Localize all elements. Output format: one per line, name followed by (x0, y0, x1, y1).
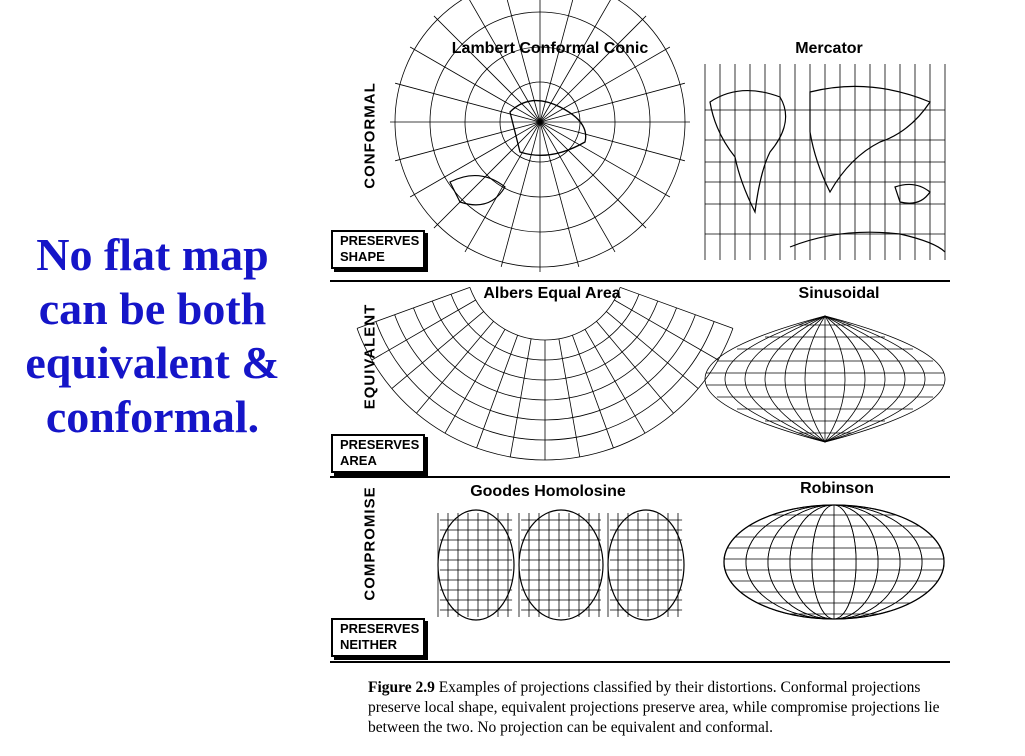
headline-line-3: equivalent & (25, 337, 280, 388)
robinson-map (723, 504, 945, 620)
row-label-compromise: COMPROMISE (361, 486, 379, 601)
row-divider-3 (330, 661, 950, 663)
box-line: NEITHER (340, 637, 398, 652)
sinusoidal-map (704, 315, 946, 443)
caption-label: Figure 2.9 (368, 679, 435, 696)
headline: No flat map can be both equivalent & con… (0, 228, 305, 444)
headline-line-1: No flat map (36, 229, 269, 280)
title-mercator: Mercator (795, 40, 863, 57)
goodes-homolosine-map (437, 509, 685, 621)
albers-equal-area-map (356, 286, 734, 461)
title-robinson: Robinson (800, 480, 874, 497)
figure-caption: Figure 2.9 Examples of projections class… (368, 678, 948, 738)
mercator-map (704, 64, 946, 260)
title-albers: Albers Equal Area (483, 285, 621, 302)
row-divider-2 (330, 476, 950, 478)
headline-line-4: conformal. (45, 391, 260, 442)
title-lambert: Lambert Conformal Conic (451, 40, 649, 57)
headline-line-2: can be both (38, 283, 267, 334)
box-line: PRESERVES (340, 621, 420, 636)
row-label-conformal: CONFORMAL (361, 82, 379, 189)
box-line: PRESERVES (340, 233, 420, 248)
preserves-area-box: PRESERVES AREA (331, 434, 425, 473)
preserves-shape-box: PRESERVES SHAPE (331, 230, 425, 269)
caption-text: Examples of projections classified by th… (368, 679, 940, 736)
title-goodes: Goodes Homolosine (470, 483, 626, 500)
lambert-conformal-conic-map (390, 0, 690, 272)
row-divider-1 (330, 280, 950, 282)
title-sinusoidal: Sinusoidal (798, 285, 880, 302)
box-line: SHAPE (340, 249, 385, 264)
box-line: PRESERVES (340, 437, 420, 452)
box-line: AREA (340, 453, 377, 468)
preserves-neither-box: PRESERVES NEITHER (331, 618, 425, 657)
